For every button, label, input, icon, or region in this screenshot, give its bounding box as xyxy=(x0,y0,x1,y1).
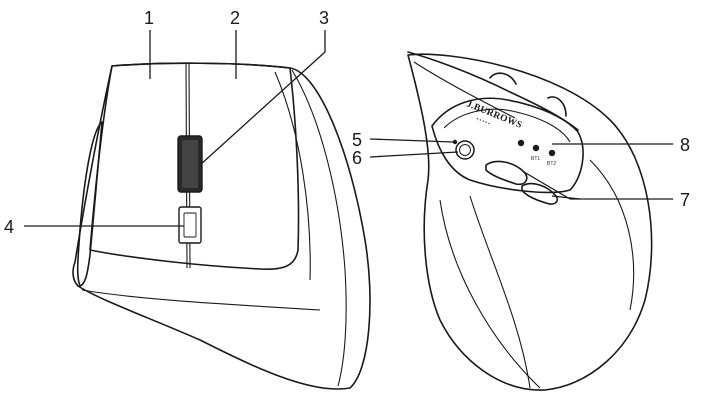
brand-logo: J.BURROWS xyxy=(465,100,523,131)
led-label-bt2: BT2 xyxy=(547,161,556,167)
mouse-side-view: J.BURROWS • • • • • BT1 BT2 xyxy=(407,51,653,391)
callout-line-5 xyxy=(369,138,454,143)
mouse-front-view xyxy=(72,62,371,390)
callout-number-2: 2 xyxy=(230,8,240,28)
callout-number-5: 5 xyxy=(352,130,362,150)
side-button-forward[interactable] xyxy=(485,160,528,186)
callout-number-8: 8 xyxy=(680,135,690,155)
sensor-indicator xyxy=(452,139,458,145)
front-body-outline xyxy=(72,62,371,390)
front-right-contour-inner xyxy=(274,71,311,281)
callout-number-6: 6 xyxy=(352,148,362,168)
callout-line-3 xyxy=(199,51,326,166)
led-label-bt1: BT1 xyxy=(531,156,540,162)
front-side-grip xyxy=(76,121,103,287)
front-lower-curve xyxy=(81,289,321,311)
led-indicator-3 xyxy=(548,149,556,157)
led-indicator-1 xyxy=(517,139,525,147)
callout-numbers: 1 2 3 4 5 6 7 8 xyxy=(4,8,690,237)
side-control-panel xyxy=(431,97,584,194)
callout-number-1: 1 xyxy=(144,8,154,28)
side-body-outline xyxy=(407,53,653,391)
led-indicator-2 xyxy=(532,144,540,152)
callout-number-3: 3 xyxy=(319,8,329,28)
side-button-back[interactable] xyxy=(521,182,559,205)
side-top-bump xyxy=(489,72,517,85)
side-lower-contour xyxy=(439,199,541,389)
dpi-button[interactable] xyxy=(178,206,202,244)
front-right-contour xyxy=(291,69,347,387)
callout-number-4: 4 xyxy=(4,217,14,237)
front-buttons-panel xyxy=(89,62,300,271)
svg-text:• • • • •: • • • • • xyxy=(475,116,491,127)
callout-lines xyxy=(24,30,673,227)
callout-line-6 xyxy=(369,151,459,158)
callout-number-7: 7 xyxy=(680,190,690,210)
round-button[interactable] xyxy=(455,140,475,160)
